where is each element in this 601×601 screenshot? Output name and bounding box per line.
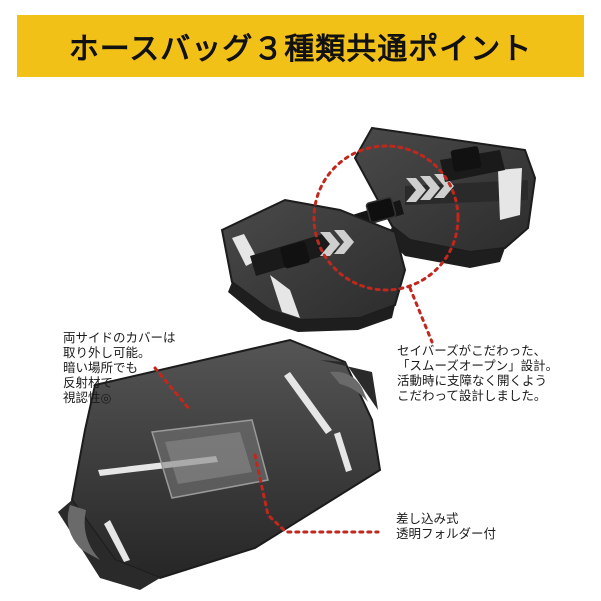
- callout-line: 取り外し可能。: [63, 345, 151, 360]
- banner-title: ホースバッグ３種類共通ポイント: [68, 32, 533, 67]
- handle-left: [67, 505, 100, 560]
- chevron-right-icon: [320, 230, 354, 256]
- leader-line-right: [408, 286, 434, 344]
- callout-folder: 差し込み式 透明フォルダー付: [396, 511, 496, 541]
- callout-line: 視認性◎: [63, 390, 112, 405]
- reflective-strip: [498, 168, 522, 220]
- callout-line: 両サイドのカバーは: [63, 330, 176, 345]
- folded-bag: [220, 126, 537, 332]
- callout-line: 透明フォルダー付: [396, 526, 497, 541]
- leader-line-bottom: [253, 453, 380, 534]
- callout-line: 反射材で: [63, 375, 114, 390]
- leader-line-left: [153, 366, 192, 412]
- handle-right: [330, 371, 368, 402]
- transparent-folder: [151, 419, 269, 499]
- callout-line: 暗い場所でも: [63, 360, 139, 375]
- callout-line: セイバーズがこだわった、: [397, 343, 547, 358]
- callout-removable-covers: 両サイドのカバーは 取り外し可能。 暗い場所でも 反射材で 視認性◎: [63, 330, 176, 405]
- title-banner: ホースバッグ３種類共通ポイント: [17, 15, 584, 77]
- callout-line: こだわって設計しました。: [397, 388, 547, 403]
- callout-line: 「スムーズオープン」設計。: [397, 358, 559, 373]
- highlight-circle: [312, 144, 460, 292]
- open-bag: [58, 338, 382, 590]
- callout-smooth-open: セイバーズがこだわった、 「スムーズオープン」設計。 活動時に支障なく開くよう …: [397, 343, 558, 403]
- callout-line: 差し込み式: [396, 511, 459, 526]
- reflective-strip: [284, 372, 332, 434]
- callout-line: 活動時に支障なく開くよう: [397, 373, 548, 388]
